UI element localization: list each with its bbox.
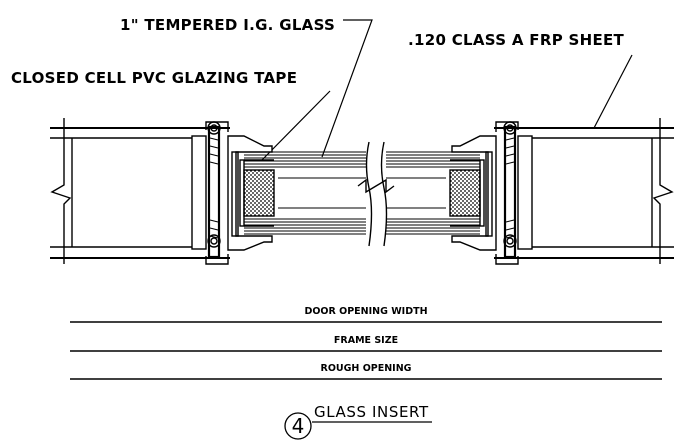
detail-title: GLASS INSERT <box>314 403 429 421</box>
ig-glass-unit-right <box>386 151 480 235</box>
dimension-lines <box>70 321 662 380</box>
leader-tape <box>261 90 331 161</box>
callout-frp-label: .120 CLASS A FRP SHEET <box>408 31 625 49</box>
left-break-mark <box>50 118 72 264</box>
dim-door-opening-label: DOOR OPENING WIDTH <box>304 306 427 317</box>
dim-rough-opening-label: ROUGH OPENING <box>321 363 412 374</box>
leader-glass <box>321 19 373 158</box>
right-door-frame <box>449 118 674 265</box>
center-break-mark <box>357 138 395 248</box>
callout-tape-label: CLOSED CELL PVC GLAZING TAPE <box>11 69 297 87</box>
leader-lines <box>261 19 633 161</box>
leader-frp <box>593 54 633 129</box>
detail-number-circle <box>284 412 312 440</box>
ig-glass-unit-left <box>244 151 366 235</box>
detail-number: 4 <box>292 414 305 438</box>
dim-frame-size-label: FRAME SIZE <box>334 335 398 346</box>
left-door-frame <box>50 118 275 265</box>
callout-glass-label: 1" TEMPERED I.G. GLASS <box>120 16 335 34</box>
